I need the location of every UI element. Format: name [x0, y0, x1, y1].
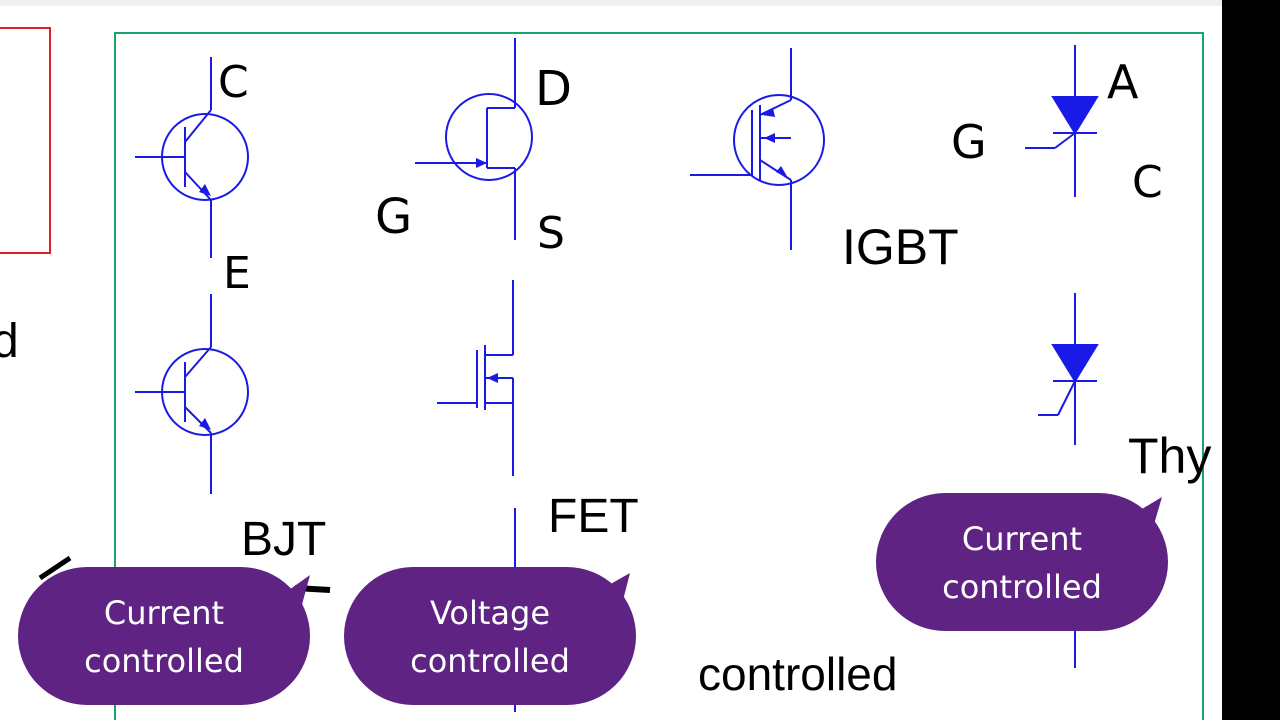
bubble-voltage-controlled: Voltage controlled [344, 567, 636, 705]
red-selection-box [0, 27, 51, 254]
right-black-edge [1222, 0, 1280, 720]
svg-text:controlled: controlled [942, 568, 1102, 606]
bjt-collector-label: C [218, 57, 249, 108]
thyristor-cathode-label: C [1132, 157, 1163, 208]
bjt-symbol-top [135, 57, 249, 258]
svg-text:controlled: controlled [410, 642, 570, 680]
igbt-label: IGBT [842, 219, 959, 275]
svg-text:Current: Current [104, 594, 224, 632]
fet-symbol-top [415, 38, 533, 240]
pen-scribble [38, 555, 72, 581]
window-top-strip [0, 0, 1222, 6]
thyristor-anode-label: A [1107, 55, 1139, 109]
svg-text:Current: Current [962, 520, 1082, 558]
fet-drain-label: D [535, 61, 572, 117]
bjt-label: BJT [241, 513, 326, 566]
controlled-label: controlled [698, 648, 897, 700]
bjt-symbol-bottom [135, 294, 249, 494]
thyristor-label: Thy [1128, 428, 1211, 484]
bjt-emitter-label: E [223, 248, 251, 299]
schematic-frame [114, 32, 1204, 720]
bubble-current-controlled-right: Current controlled [876, 493, 1168, 631]
fet-source-label: S [537, 208, 565, 259]
svg-text:Voltage: Voltage [430, 594, 550, 632]
igbt-symbol [690, 48, 825, 250]
bubble-current-controlled-left: Current controlled [18, 567, 310, 705]
svg-text:controlled: controlled [84, 642, 244, 680]
thyristor-gate-label: G [951, 115, 987, 169]
thyristor-symbol-bottom [1038, 293, 1099, 668]
fet-gate-label: G [375, 189, 412, 245]
left-cut-letter: d [0, 315, 19, 368]
fet-label: FET [548, 490, 639, 543]
thyristor-symbol-top [1025, 45, 1099, 197]
fet-symbol-bottom [437, 280, 516, 712]
